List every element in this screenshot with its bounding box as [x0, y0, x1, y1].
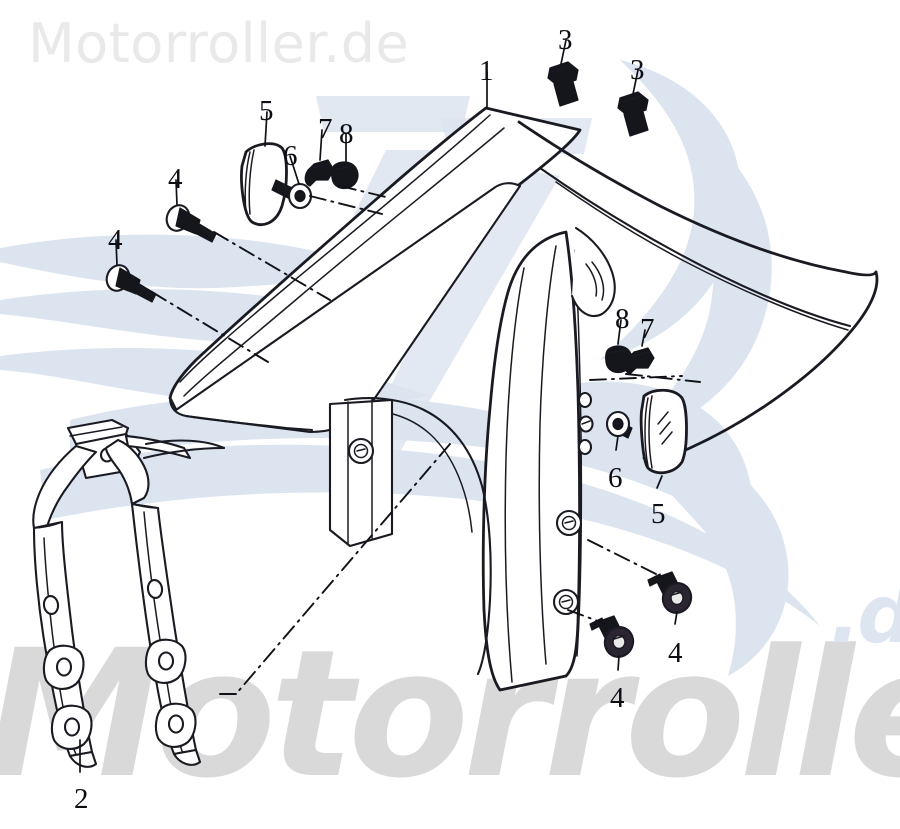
- part-rubber-pad-b: [639, 388, 688, 475]
- callout-3b: 3: [630, 54, 645, 86]
- part-fork-brace: [32, 418, 226, 768]
- callout-6b: 6: [608, 462, 623, 494]
- callout-4a: 4: [168, 163, 183, 195]
- callout-7a: 7: [318, 113, 333, 145]
- callout-5a: 5: [259, 95, 274, 127]
- callout-8a: 8: [339, 118, 354, 150]
- part-cap-nut-a: [331, 161, 359, 190]
- callout-8b: 8: [615, 303, 630, 335]
- part-washer-a: [271, 179, 313, 210]
- callout-4d: 4: [610, 682, 625, 714]
- part-clip-nut-a: [304, 159, 335, 187]
- callout-3a: 3: [558, 24, 573, 56]
- callout-2: 2: [74, 783, 89, 815]
- part-bolt-4a: [165, 204, 217, 243]
- part-screw-4d: [589, 615, 635, 658]
- part-washer-b: [605, 410, 633, 439]
- part-front-fender: [168, 106, 879, 692]
- callout-5b: 5: [651, 498, 666, 530]
- part-cap-nut-b: [605, 345, 633, 374]
- assembly-axes: [151, 185, 701, 695]
- part-hex-bolt-a: [547, 61, 579, 107]
- callout-6a: 6: [283, 140, 298, 172]
- part-rubber-pad-a: [240, 142, 288, 226]
- callout-1: 1: [479, 55, 494, 87]
- part-bolt-4b: [105, 264, 157, 303]
- part-screw-4c: [647, 571, 693, 614]
- leader-lines: [79, 39, 678, 773]
- callout-7b: 7: [640, 313, 655, 345]
- callout-4c: 4: [668, 637, 683, 669]
- part-hex-bolt-b: [617, 91, 649, 137]
- callout-4b: 4: [108, 224, 123, 256]
